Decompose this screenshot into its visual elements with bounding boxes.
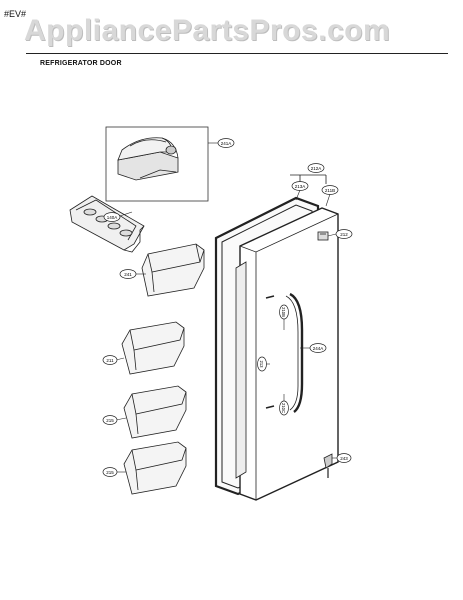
callout-labels: 241A 140A 212A 213A 211B 241 — [102, 138, 353, 477]
svg-text:210B: 210B — [281, 307, 286, 317]
callout-243: 243 — [336, 453, 352, 463]
svg-text:211: 211 — [106, 358, 114, 363]
door-handle — [265, 292, 304, 413]
door-bin-lower-2 — [123, 441, 187, 495]
section-title: REFRIGERATOR DOOR — [40, 60, 122, 67]
callout-210b: 210B — [279, 304, 289, 320]
callout-211b: 211B — [321, 185, 339, 195]
callout-215-b: 215 — [102, 467, 118, 477]
callout-241: 241 — [119, 269, 137, 279]
svg-text:212A: 212A — [311, 166, 322, 171]
svg-text:241A: 241A — [221, 141, 232, 146]
svg-text:243: 243 — [340, 456, 348, 461]
callout-241a: 241A — [217, 138, 235, 148]
svg-text:212: 212 — [340, 232, 348, 237]
callout-140a: 140A — [103, 212, 121, 222]
callout-213: 213 — [257, 356, 267, 372]
svg-text:140A: 140A — [107, 215, 118, 220]
callout-213a: 213A — [291, 181, 309, 191]
svg-text:244A: 244A — [313, 346, 324, 351]
callout-244a: 244A — [309, 343, 327, 353]
callout-211: 211 — [102, 355, 118, 365]
callout-212a: 212A — [307, 163, 325, 173]
svg-text:215: 215 — [106, 418, 114, 423]
callout-215-a: 215 — [102, 415, 118, 425]
watermark-logo: AppliancePartsPros.com — [24, 14, 391, 47]
callout-212: 212 — [335, 229, 353, 239]
svg-text:213A: 213A — [295, 184, 306, 189]
door-hinge-cap — [317, 231, 329, 241]
ice-bin-inset — [105, 126, 209, 202]
svg-text:210C: 210C — [281, 403, 286, 413]
door-bin-lower-1 — [123, 385, 187, 439]
callout-210c: 210C — [279, 400, 289, 416]
header-rule — [26, 53, 448, 54]
svg-text:241: 241 — [124, 272, 132, 277]
ice-tray-part — [69, 195, 145, 253]
door-bin-upper — [141, 243, 205, 297]
svg-text:215: 215 — [106, 470, 114, 475]
svg-text:211B: 211B — [325, 188, 335, 193]
door-panel — [235, 207, 339, 501]
door-bin-middle — [121, 321, 185, 375]
lower-hinge-part — [323, 453, 333, 478]
page-code: #EV# — [4, 9, 27, 19]
svg-text:213: 213 — [259, 361, 264, 369]
